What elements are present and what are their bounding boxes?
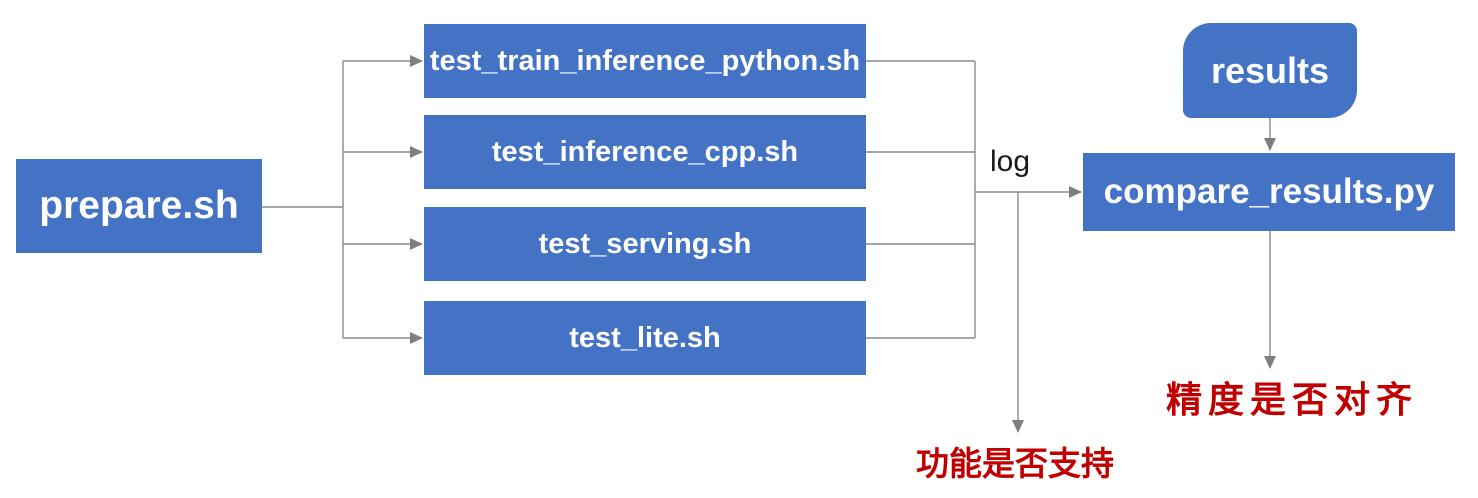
node-results-label: results — [1210, 49, 1330, 91]
annotation-function-supported: 功能是否支持 — [916, 445, 1114, 482]
node-test-train-inference-python-label: test_train_inference_python.sh — [429, 44, 861, 77]
node-test-inference-cpp-label: test_inference_cpp.sh — [491, 135, 799, 168]
node-prepare-sh-label: prepare.sh — [39, 184, 239, 227]
node-test-inference-cpp: test_inference_cpp.sh — [424, 115, 866, 189]
node-test-serving: test_serving.sh — [424, 207, 866, 281]
node-test-serving-label: test_serving.sh — [538, 227, 752, 260]
node-prepare-sh: prepare.sh — [16, 159, 262, 253]
node-test-train-inference-python: test_train_inference_python.sh — [424, 24, 866, 98]
node-results: results — [1183, 23, 1357, 118]
annotation-precision-aligned: 精度是否对齐 — [1166, 379, 1419, 420]
node-compare-results-py: compare_results.py — [1083, 153, 1455, 231]
edge-label-log: log — [990, 145, 1031, 178]
node-test-lite-label: test_lite.sh — [569, 321, 721, 354]
node-compare-results-py-label: compare_results.py — [1103, 172, 1435, 211]
node-test-lite: test_lite.sh — [424, 301, 866, 375]
